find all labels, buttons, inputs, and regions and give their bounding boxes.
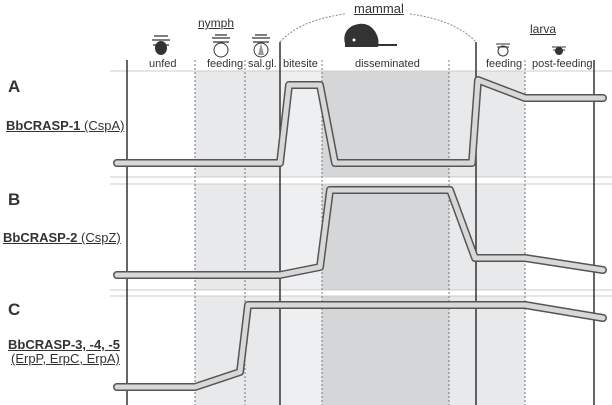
stage-shading [195,71,525,405]
curve-c [113,301,607,391]
panel-borders [110,70,612,297]
expression-curves [113,76,607,391]
panel-separators [110,177,612,296]
host-nymph-label: nymph [198,16,235,30]
stage-label: feeding [207,58,244,70]
panel-a-gene: BbCRASP-1 (CspA) [6,118,124,133]
host-mammal-label: mammal [354,1,404,16]
feeding-tick-icon [212,34,230,58]
stage-label: feeding [486,58,523,70]
stage-label: disseminated [355,58,420,70]
gene-alias: (CspZ) [81,230,121,245]
stage-label: bitesite [283,58,318,70]
mouse-icon [344,23,397,47]
larva-post-feeding-tick-icon [552,46,566,55]
curve-b [113,186,607,279]
stage-label: post-feeding [532,58,593,70]
panel-c-letter: C [8,300,21,319]
gene-alias: (CspA) [84,118,125,133]
host-larva-label: larva [530,22,557,36]
tick-icons [152,23,566,58]
curve-a [113,76,607,167]
panel-b-letter: B [8,190,21,209]
gene-name: BbCRASP-1 [6,118,81,133]
stage-label: unfed [149,58,177,70]
stage-label: sal.gl. [248,58,277,70]
mammal-arc [279,13,477,43]
panel-a-letter: A [8,77,21,96]
gene-name: BbCRASP-3, -4, -5 [8,337,120,352]
panel-b-gene: BbCRASP-2 (CspZ) [3,230,121,245]
gene-name: BbCRASP-2 [3,230,78,245]
unfed-tick-icon [152,35,170,55]
salivary-gland-tick-icon [252,34,270,58]
panel-c-gene-aliases: (ErpP, ErpC, ErpA) [11,351,120,366]
panel-c-gene: BbCRASP-3, -4, -5 [8,337,120,352]
larva-feeding-tick-icon [496,43,510,57]
